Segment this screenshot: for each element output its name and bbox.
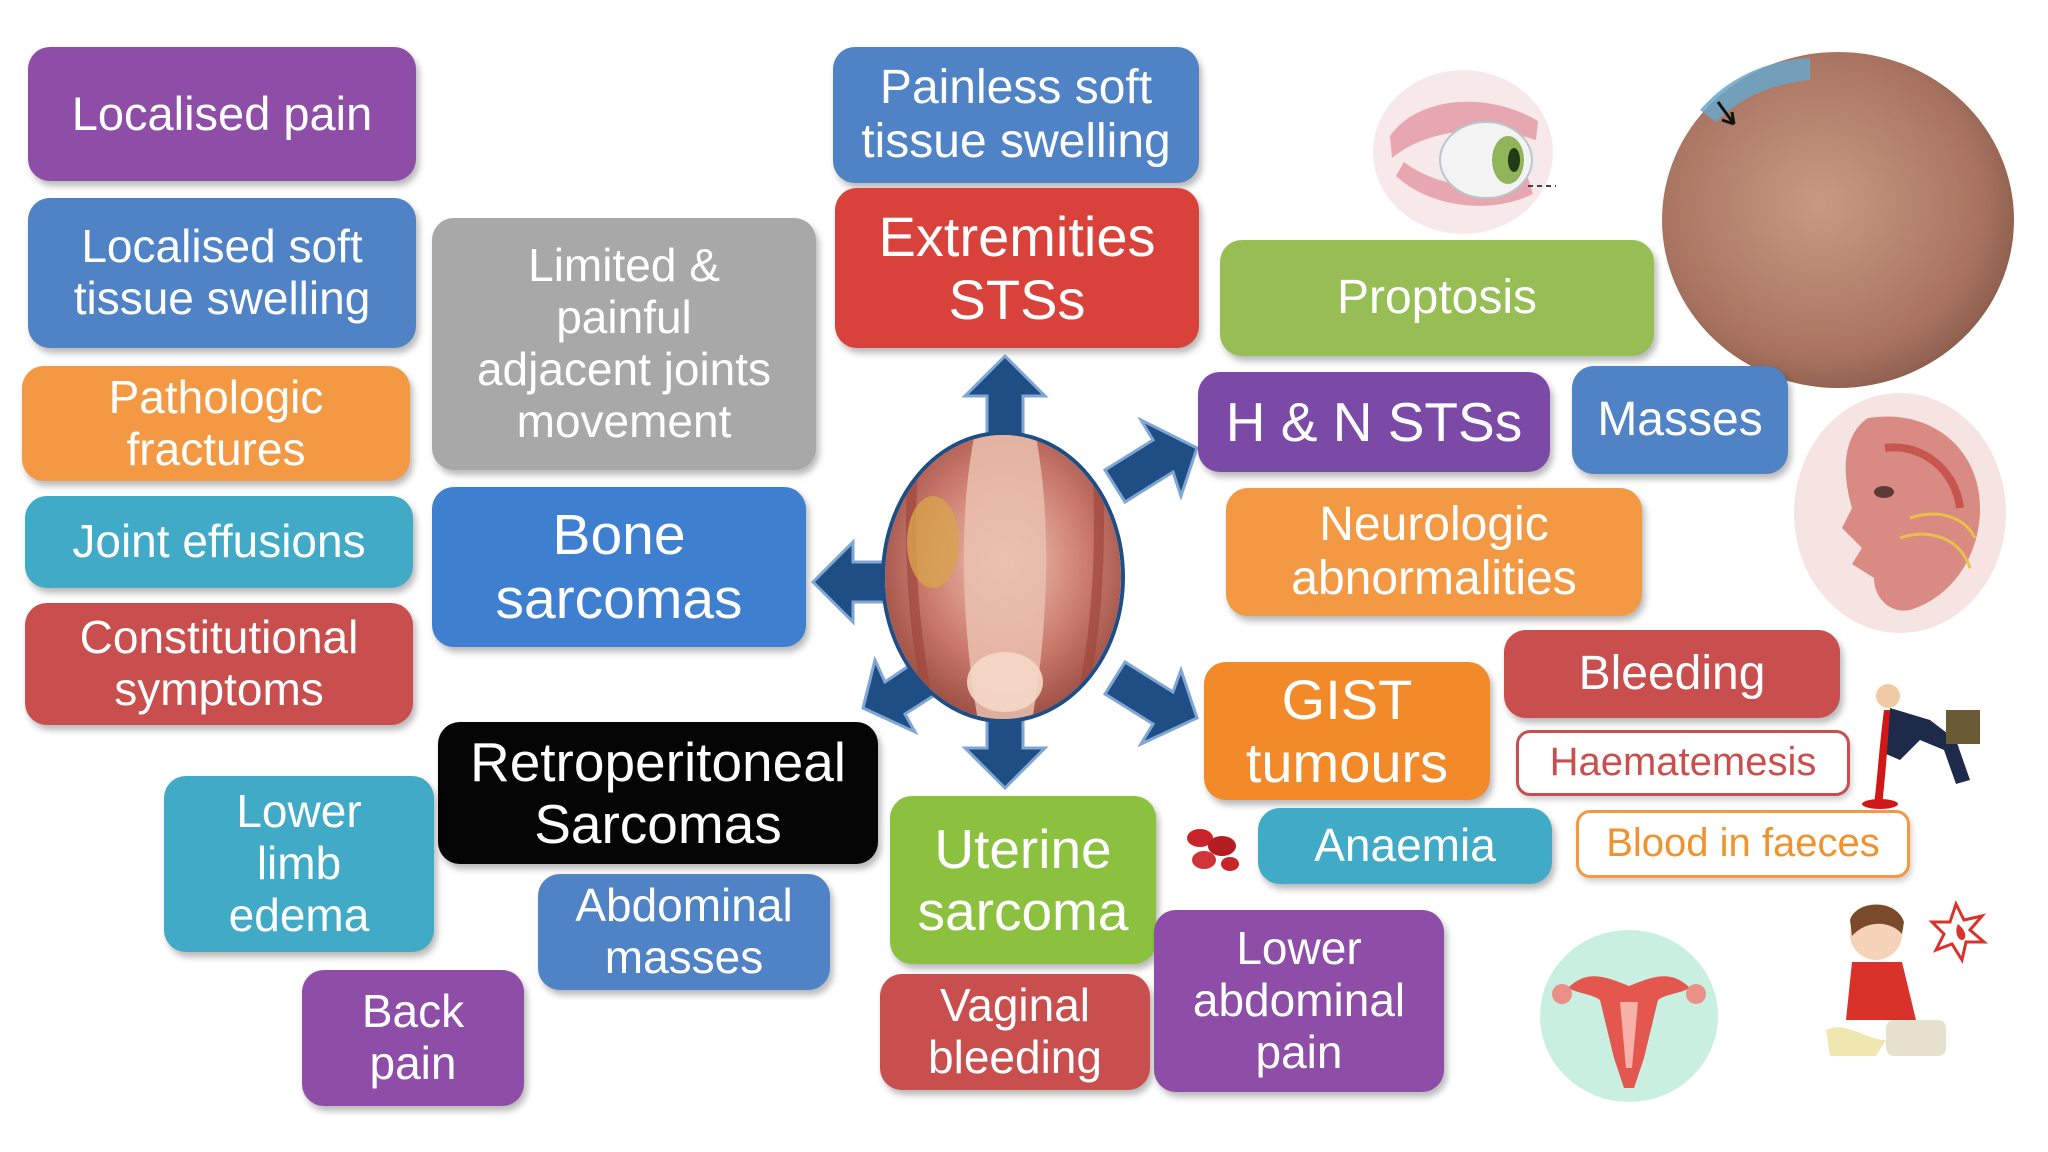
symptom-limited-painful-joints: Limited & painful adjacent joints moveme… (432, 218, 816, 470)
symptom-label: Abdominal masses (575, 879, 793, 983)
symptom-constitutional-symptoms: Constitutional symptoms (25, 603, 413, 725)
symptom-label: Proptosis (1336, 270, 1538, 324)
symptom-localised-pain: Localised pain (28, 47, 416, 181)
hub-uterine-sarcoma: Uterine sarcoma (890, 796, 1156, 964)
hub-retroperitoneal-sarcomas: Retroperitoneal Sarcomas (438, 722, 878, 864)
symptom-label: Back pain (361, 985, 465, 1089)
symptom-vaginal-bleeding: Vaginal bleeding (880, 974, 1150, 1090)
symptom-proptosis: Proptosis (1220, 240, 1654, 356)
symptom-neurologic-abnormalities: Neurologic abnormalities (1226, 488, 1642, 616)
hub-h-n-stss: H & N STSs (1198, 372, 1550, 472)
muscle-tissue-illustration (885, 435, 1121, 719)
head-neck-anatomy-illustration (1794, 393, 2006, 633)
arrow-star-diagram (810, 353, 1199, 791)
symptom-lower-limb-edema: Lower limb edema (164, 776, 434, 952)
symptom-label: Haematemesis (1549, 740, 1817, 785)
arrow-lower-right-icon (1102, 659, 1199, 748)
symptom-joint-effusions: Joint effusions (25, 496, 413, 588)
abdominal-pain-cartoon (1826, 900, 1989, 1056)
skin-swelling-photo (1662, 52, 2014, 388)
symptom-label: Anaemia (1314, 819, 1496, 872)
uterus-illustration (1540, 930, 1718, 1102)
symptom-lower-abdominal-pain: Lower abdominal pain (1154, 910, 1444, 1092)
symptom-blood-in-faeces: Blood in faeces (1576, 810, 1910, 878)
hub-label: GIST tumours (1245, 667, 1449, 794)
symptom-label: Constitutional symptoms (79, 611, 359, 715)
symptom-label: Bleeding (1578, 646, 1766, 700)
symptom-back-pain: Back pain (302, 970, 524, 1106)
hub-label: Bone sarcomas (495, 502, 743, 631)
symptom-label: Masses (1597, 392, 1763, 446)
symptom-painless-soft-tissue-swelling: Painless soft tissue swelling (833, 47, 1199, 183)
symptom-label: Limited & painful adjacent joints moveme… (476, 239, 772, 447)
hub-label: Extremities STSs (878, 204, 1156, 331)
hub-label: Uterine sarcoma (917, 817, 1129, 942)
hub-label: H & N STSs (1225, 390, 1523, 453)
arrow-upper-right-icon (1102, 416, 1199, 505)
symptom-label: Localised soft tissue swelling (73, 220, 371, 324)
symptom-label: Lower limb edema (228, 785, 370, 941)
hub-bone-sarcomas: Bone sarcomas (432, 487, 806, 647)
symptom-haematemesis: Haematemesis (1516, 730, 1850, 796)
eye-proptosis-illustration (1373, 70, 1556, 234)
red-blood-cells-icon (1187, 829, 1239, 871)
symptom-label: Lower abdominal pain (1192, 922, 1406, 1078)
symptom-anaemia: Anaemia (1258, 808, 1552, 884)
symptom-bleeding: Bleeding (1504, 630, 1840, 718)
symptom-masses: Masses (1572, 366, 1788, 474)
vomiting-blood-figure (1862, 684, 1980, 809)
symptom-label: Pathologic fractures (108, 370, 324, 475)
hub-gist-tumours: GIST tumours (1204, 662, 1490, 800)
symptom-label: Joint effusions (72, 515, 366, 568)
symptom-abdominal-masses: Abdominal masses (538, 874, 830, 990)
symptom-label: Neurologic abnormalities (1291, 497, 1577, 605)
symptom-label: Localised pain (71, 87, 373, 141)
symptom-pathologic-fractures: Pathologic fractures (22, 366, 410, 481)
hub-extremities-stss: Extremities STSs (835, 188, 1199, 348)
symptom-label: Blood in faeces (1606, 821, 1880, 866)
hub-label: Retroperitoneal Sarcomas (469, 730, 847, 855)
symptom-label: Painless soft tissue swelling (861, 60, 1171, 168)
symptom-label: Vaginal bleeding (928, 979, 1102, 1083)
symptom-localised-soft-tissue-swelling: Localised soft tissue swelling (28, 198, 416, 348)
